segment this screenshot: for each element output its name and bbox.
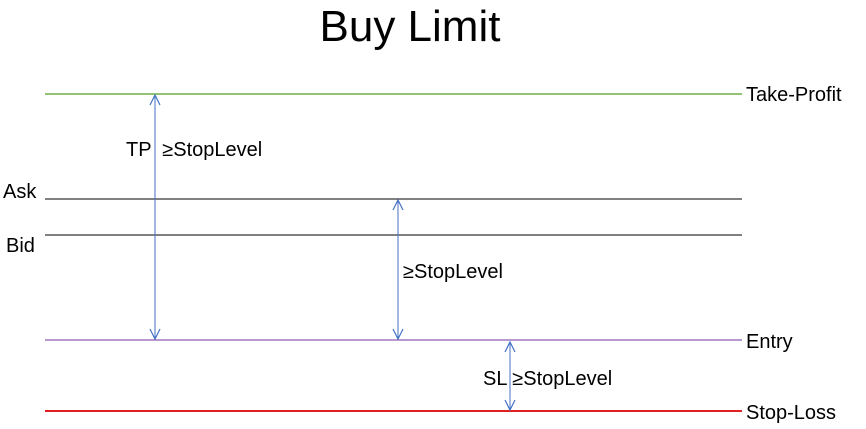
- diagram-title: Buy Limit: [320, 2, 501, 51]
- entry-ask-distance-label: ≥StopLevel: [403, 261, 503, 283]
- bid-label: Bid: [6, 235, 35, 257]
- entry-label: Entry: [746, 331, 793, 353]
- sl-distance-label: SL ≥StopLevel: [483, 368, 612, 390]
- tp-distance-label: TP ≥StopLevel: [126, 139, 262, 161]
- take-profit-label: Take-Profit: [746, 84, 842, 106]
- stop-loss-label: Stop-Loss: [746, 402, 836, 424]
- ask-label: Ask: [3, 181, 37, 203]
